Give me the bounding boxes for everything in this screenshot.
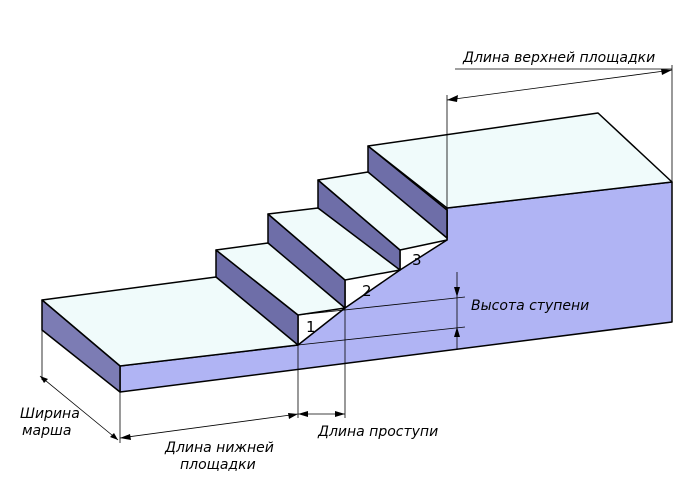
label-bottom-landing-2: площадки — [180, 457, 256, 473]
label-top-landing-length: Длина верхней площадки — [462, 50, 655, 66]
label-flight-width-1: Ширина — [20, 406, 80, 422]
label-step-height: Высота ступени — [471, 298, 589, 314]
label-flight-width-2: марша — [22, 423, 71, 439]
step-number-1: 1 — [306, 318, 316, 336]
label-bottom-landing-1: Длина нижней — [164, 440, 274, 456]
top-landing-riser — [367, 145, 448, 239]
step-number-3: 3 — [412, 251, 422, 269]
step-number-2: 2 — [362, 282, 372, 300]
dimension-arrows — [40, 69, 672, 440]
label-tread-length: Длина проступи — [317, 424, 438, 440]
